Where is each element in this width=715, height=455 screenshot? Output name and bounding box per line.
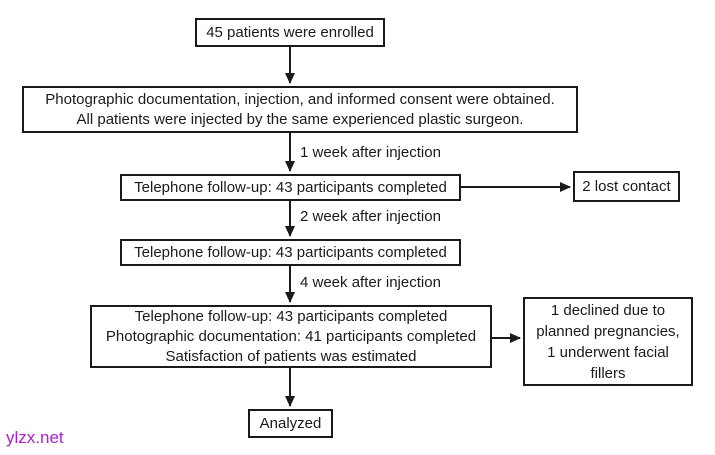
edge-label-week1: 1 week after injection [300, 144, 441, 161]
box-followup-week4: Telephone follow-up: 43 participants com… [90, 305, 492, 368]
box-consent-line-2: All patients were injected by the same e… [76, 110, 524, 128]
box-lost-contact-text: 2 lost contact [582, 177, 671, 195]
box-declined-line-4: fillers [590, 364, 626, 382]
box-followup-week1: Telephone follow-up: 43 participants com… [120, 174, 461, 201]
box-declined-line-2: planned pregnancies, [536, 322, 680, 340]
box-patients-enrolled-text: 45 patients were enrolled [206, 23, 374, 41]
edge-label-week4: 4 week after injection [300, 274, 441, 291]
box-declined-withdrawn: 1 declined due to planned pregnancies, 1… [523, 297, 693, 386]
watermark-ylzx: ylzx.net [6, 428, 64, 447]
box-followup-week4-line-3: Satisfaction of patients was estimated [165, 347, 417, 365]
edge-label-week2: 2 week after injection [300, 208, 441, 225]
box-lost-contact: 2 lost contact [573, 171, 680, 202]
box-followup-week4-line-2: Photographic documentation: 41 participa… [105, 327, 477, 345]
box-patients-enrolled: 45 patients were enrolled [195, 18, 385, 47]
box-consent-line-1: Photographic documentation, injection, a… [45, 90, 555, 108]
box-followup-week2-text: Telephone follow-up: 43 participants com… [134, 243, 447, 261]
box-analyzed: Analyzed [248, 409, 333, 438]
box-declined-line-1: 1 declined due to [550, 301, 666, 319]
box-followup-week1-text: Telephone follow-up: 43 participants com… [134, 178, 447, 196]
box-consent-obtained: Photographic documentation, injection, a… [22, 86, 578, 133]
box-analyzed-text: Analyzed [259, 414, 322, 432]
box-followup-week4-line-1: Telephone follow-up: 43 participants com… [134, 307, 448, 325]
box-declined-line-3: 1 underwent facial [547, 343, 669, 361]
box-followup-week2: Telephone follow-up: 43 participants com… [120, 239, 461, 266]
